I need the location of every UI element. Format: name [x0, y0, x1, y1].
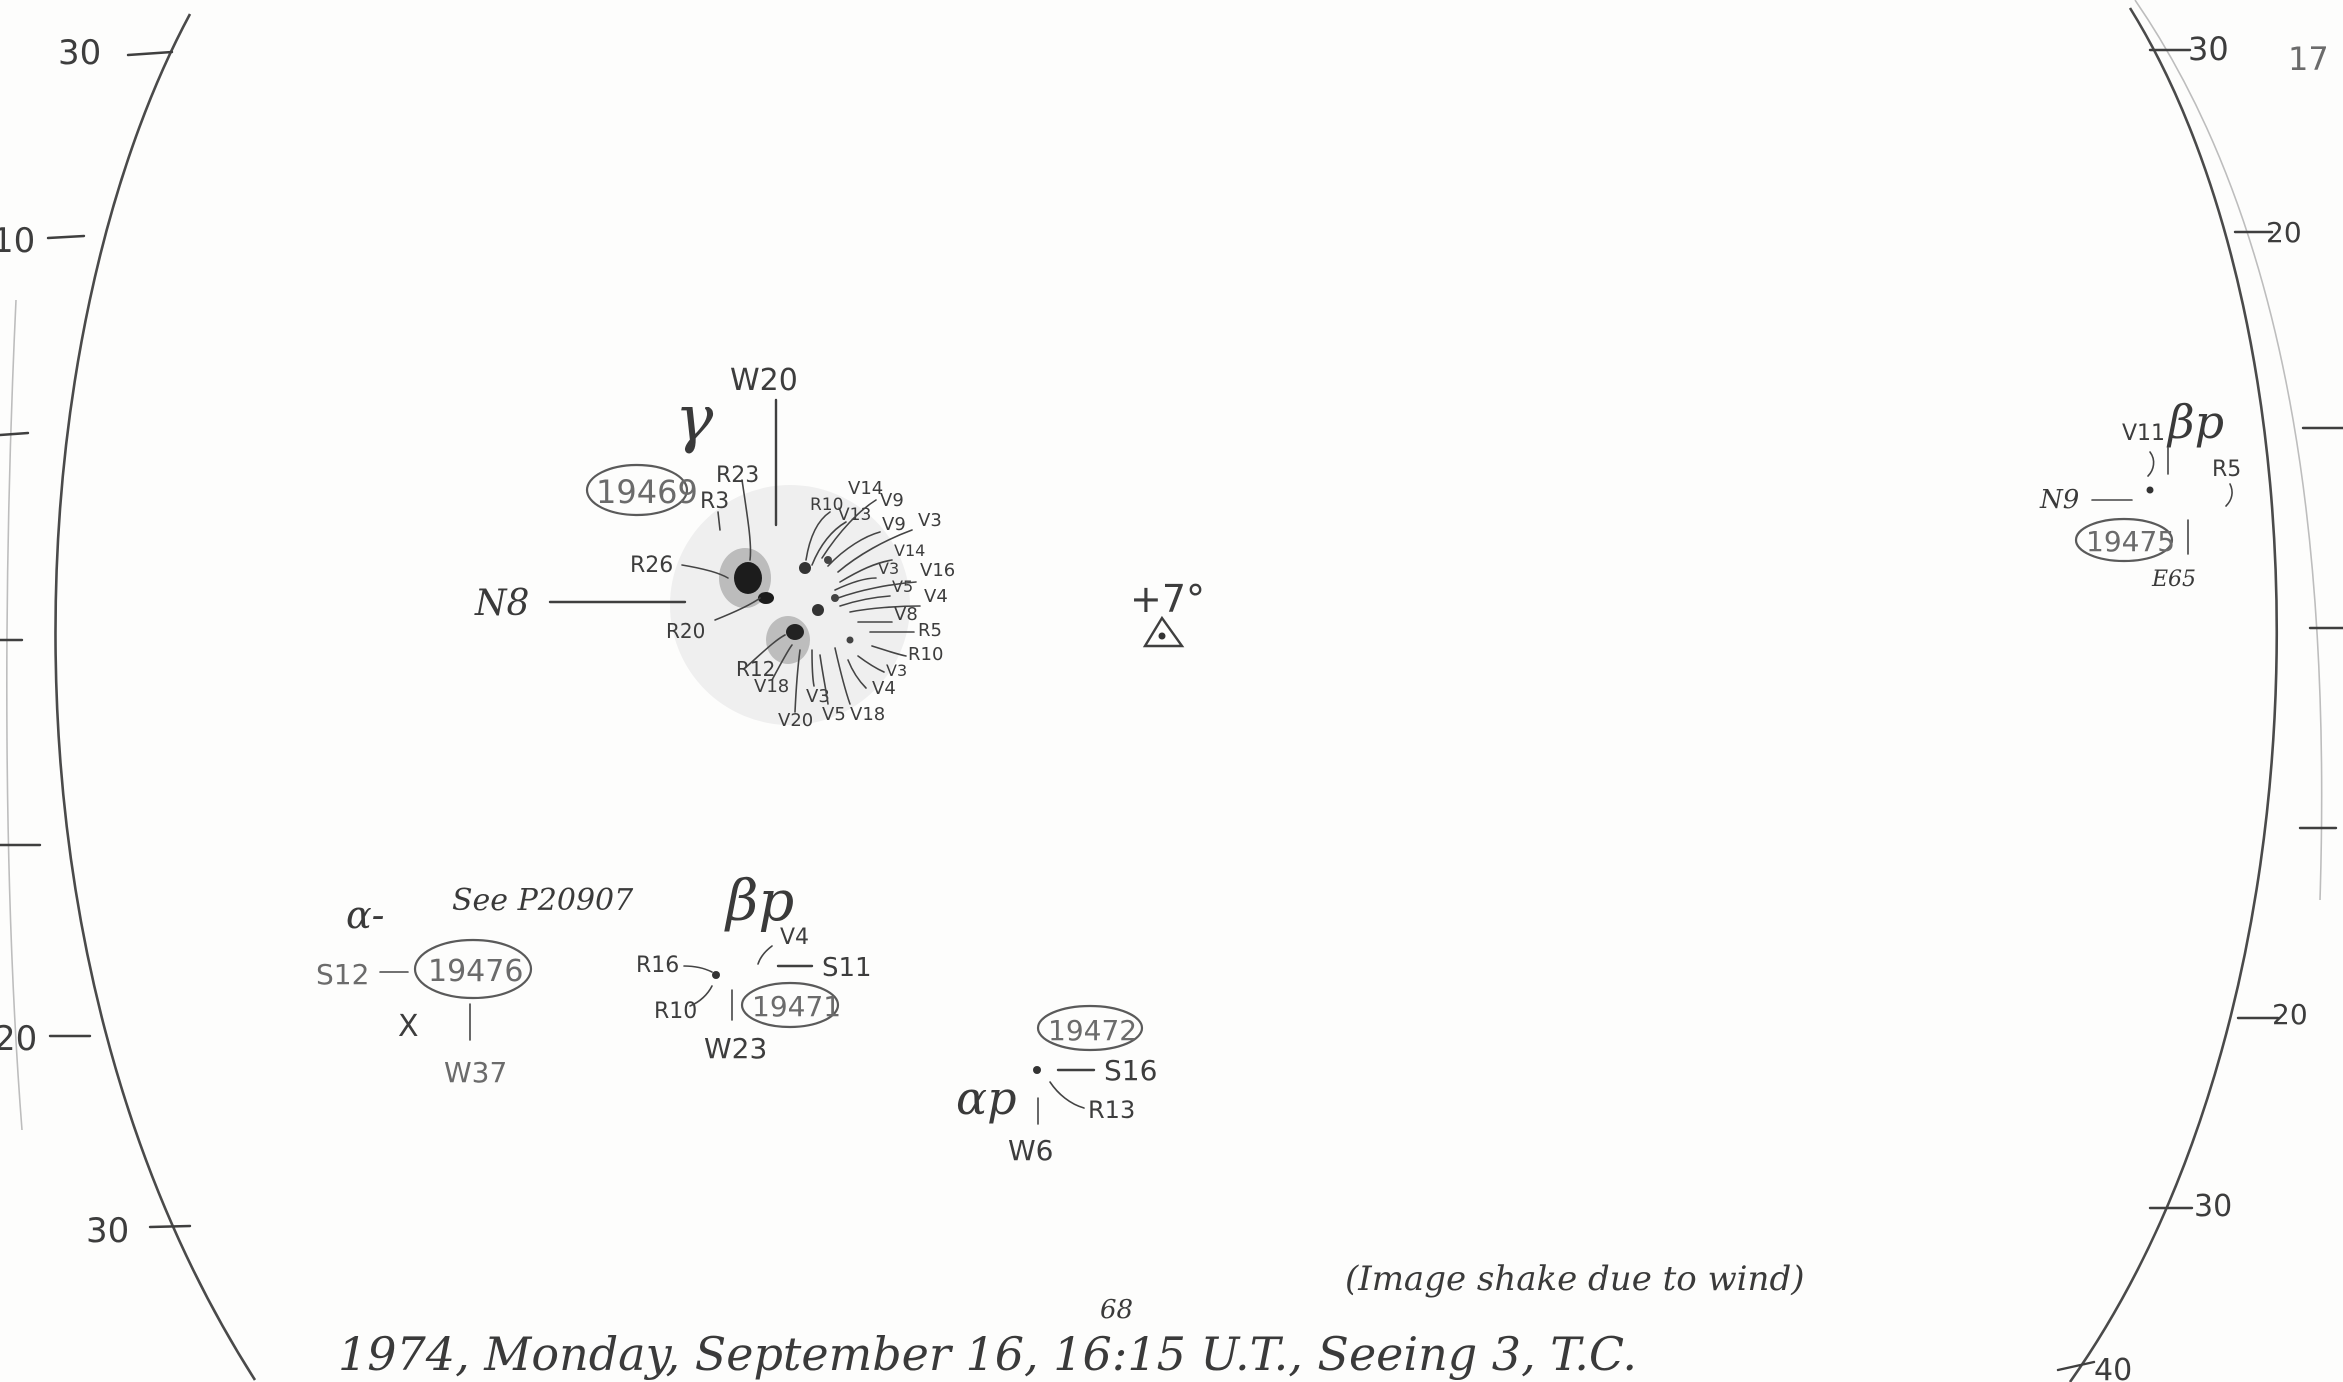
- group-19469-label-v4-bottom: V4: [872, 678, 896, 699]
- group-19469-label-v14-mid: V14: [894, 541, 925, 560]
- group-19472: 19472 S16 R13 αp W6: [956, 1004, 1157, 1167]
- group-19476-label-s12: S12: [316, 958, 369, 991]
- group-19469-umbra: [734, 562, 762, 594]
- group-19469-label-r20: R20: [666, 619, 705, 643]
- group-19476-note: See P20907: [452, 883, 634, 918]
- group-19475: V11 βp R5 N9 19475 E65: [2039, 395, 2241, 592]
- group-19469-pore-5: [846, 636, 854, 644]
- group-19471-spot: [712, 971, 720, 979]
- group-19475-label-v11: V11: [2122, 421, 2165, 446]
- left-latitude-ticks: [0, 50, 192, 1229]
- group-19471-label-r16: R16: [636, 953, 679, 978]
- group-19469-label-n8: N8: [474, 583, 529, 624]
- group-19469-umbra-3: [786, 624, 804, 640]
- orientation-mark: +7°: [1130, 577, 1205, 648]
- group-19476-class: α-: [346, 893, 385, 937]
- observation-footer: (Image shake due to wind) 68 1974, Monda…: [338, 1259, 1804, 1381]
- group-19469-pore: [799, 562, 811, 574]
- solar-limb-left-trace: [6, 299, 23, 1131]
- group-19469-label-v3-bottom: V3: [806, 686, 830, 707]
- page-corner-note: 17: [2288, 40, 2329, 78]
- group-19476-number-oval: [413, 938, 533, 1000]
- group-19469-label-v5-bottom: V5: [822, 704, 846, 725]
- group-19469-number: 19469: [596, 473, 698, 511]
- group-19469-label-v3-right: V3: [886, 661, 907, 680]
- group-19471-number: 19471: [752, 990, 841, 1023]
- orientation-angle: +7°: [1130, 577, 1205, 621]
- group-19475-number-oval: [2074, 517, 2174, 563]
- grid-label-right-30-bottom: 30: [2194, 1189, 2232, 1224]
- grid-label-right-30-top: 30: [2188, 30, 2229, 68]
- group-19469-label-r12: R12: [736, 657, 775, 681]
- group-19475-class: βp: [2166, 395, 2224, 449]
- grid-label-right-20-bottom: 20: [2272, 998, 2308, 1031]
- group-19469-label-r10-top: R10: [810, 495, 843, 515]
- group-19475-label-n9: N9: [2039, 485, 2079, 515]
- group-19475-label-r5: R5: [2212, 457, 2241, 482]
- footer-observation-line: 1974, Monday, September 16, 16:15 U.T., …: [338, 1327, 1637, 1381]
- group-19472-label-w6: W6: [1008, 1134, 1054, 1167]
- grid-label-left-30-top: 30: [58, 33, 101, 73]
- right-latitude-ticks: [2056, 48, 2343, 1372]
- group-19471: βp V4 R16 S11 R10 19471 W23: [636, 869, 872, 1065]
- group-19471-label-s11: S11: [822, 953, 872, 983]
- group-19471-label-v4: V4: [780, 925, 809, 950]
- group-19469-class: γ: [675, 382, 714, 456]
- group-19472-label-s16: S16: [1104, 1054, 1157, 1087]
- group-19469-label-v3-top: V3: [918, 510, 942, 531]
- grid-label-left-30-bottom: 30: [86, 1211, 129, 1251]
- group-19469-label-r5: R5: [918, 620, 942, 641]
- group-19469-label-w20: W20: [730, 363, 798, 398]
- group-19469: 19469 γ W20 N8 R23 R3 R26 R20 R12 V18 V2…: [474, 363, 955, 731]
- group-19471-number-oval: [740, 981, 840, 1029]
- group-19469-label-v18-left: V18: [754, 676, 789, 697]
- group-19469-label-v9-top: V9: [880, 490, 904, 511]
- group-19469-number-oval: [585, 463, 689, 517]
- group-19469-label-v20: V20: [778, 710, 813, 731]
- orientation-triangle: [1142, 615, 1185, 648]
- group-19469-label-v8: V8: [894, 604, 918, 625]
- group-19469-label-r26: R26: [630, 553, 673, 578]
- group-19469-pore-3: [824, 556, 832, 564]
- group-19469-label-v5-right: V5: [892, 577, 913, 596]
- group-19476-label-x: X: [398, 1009, 419, 1044]
- group-19471-class: βp: [724, 869, 794, 934]
- solar-limb-right-trace: [2134, 0, 2323, 901]
- grid-label-right-40: 40: [2094, 1353, 2132, 1382]
- orientation-center-dot: [1158, 632, 1166, 640]
- group-19469-pore-2: [812, 604, 824, 616]
- solar-limb-left: [54, 13, 257, 1381]
- group-19469-label-r10-right: R10: [908, 644, 943, 665]
- group-19469-label-v4-right: V4: [924, 586, 948, 607]
- group-19472-label-r13: R13: [1088, 1096, 1135, 1124]
- group-19472-class: αp: [956, 1071, 1017, 1125]
- group-19472-number-oval: [1036, 1004, 1144, 1052]
- grid-label-left-10: 10: [0, 221, 35, 261]
- group-19469-label-v3-mid: V3: [878, 559, 899, 578]
- group-19475-number: 19475: [2086, 525, 2175, 558]
- group-19469-label-v14-top: V14: [848, 478, 883, 499]
- group-19469-pore-4: [831, 594, 839, 602]
- footer-note: (Image shake due to wind): [1345, 1259, 1804, 1299]
- group-19472-number: 19472: [1048, 1014, 1137, 1047]
- group-19469-label-v16: V16: [920, 560, 955, 581]
- group-19476: α- See P20907 S12 19476 X W37: [316, 883, 634, 1089]
- group-19469-label-v18-right: V18: [850, 704, 885, 725]
- group-19469-label-r3: R3: [700, 489, 729, 514]
- group-19475-label-e65: E65: [2151, 567, 2196, 592]
- group-19472-spot: [1033, 1066, 1041, 1074]
- group-19476-number: 19476: [428, 954, 523, 989]
- grid-label-left-20: 20: [0, 1019, 37, 1059]
- group-19469-label-r23: R23: [716, 463, 759, 488]
- group-19469-umbra-2: [758, 592, 774, 604]
- group-19469-label-v9-mid: V9: [882, 514, 906, 535]
- solar-limb-right: [2068, 7, 2278, 1382]
- group-19471-label-r10: R10: [654, 999, 697, 1024]
- group-19471-label-w23: W23: [704, 1032, 767, 1065]
- footer-superscript: 68: [1100, 1295, 1133, 1325]
- grid-label-right-20-top: 20: [2266, 216, 2302, 249]
- group-19476-label-w37: W37: [444, 1056, 507, 1089]
